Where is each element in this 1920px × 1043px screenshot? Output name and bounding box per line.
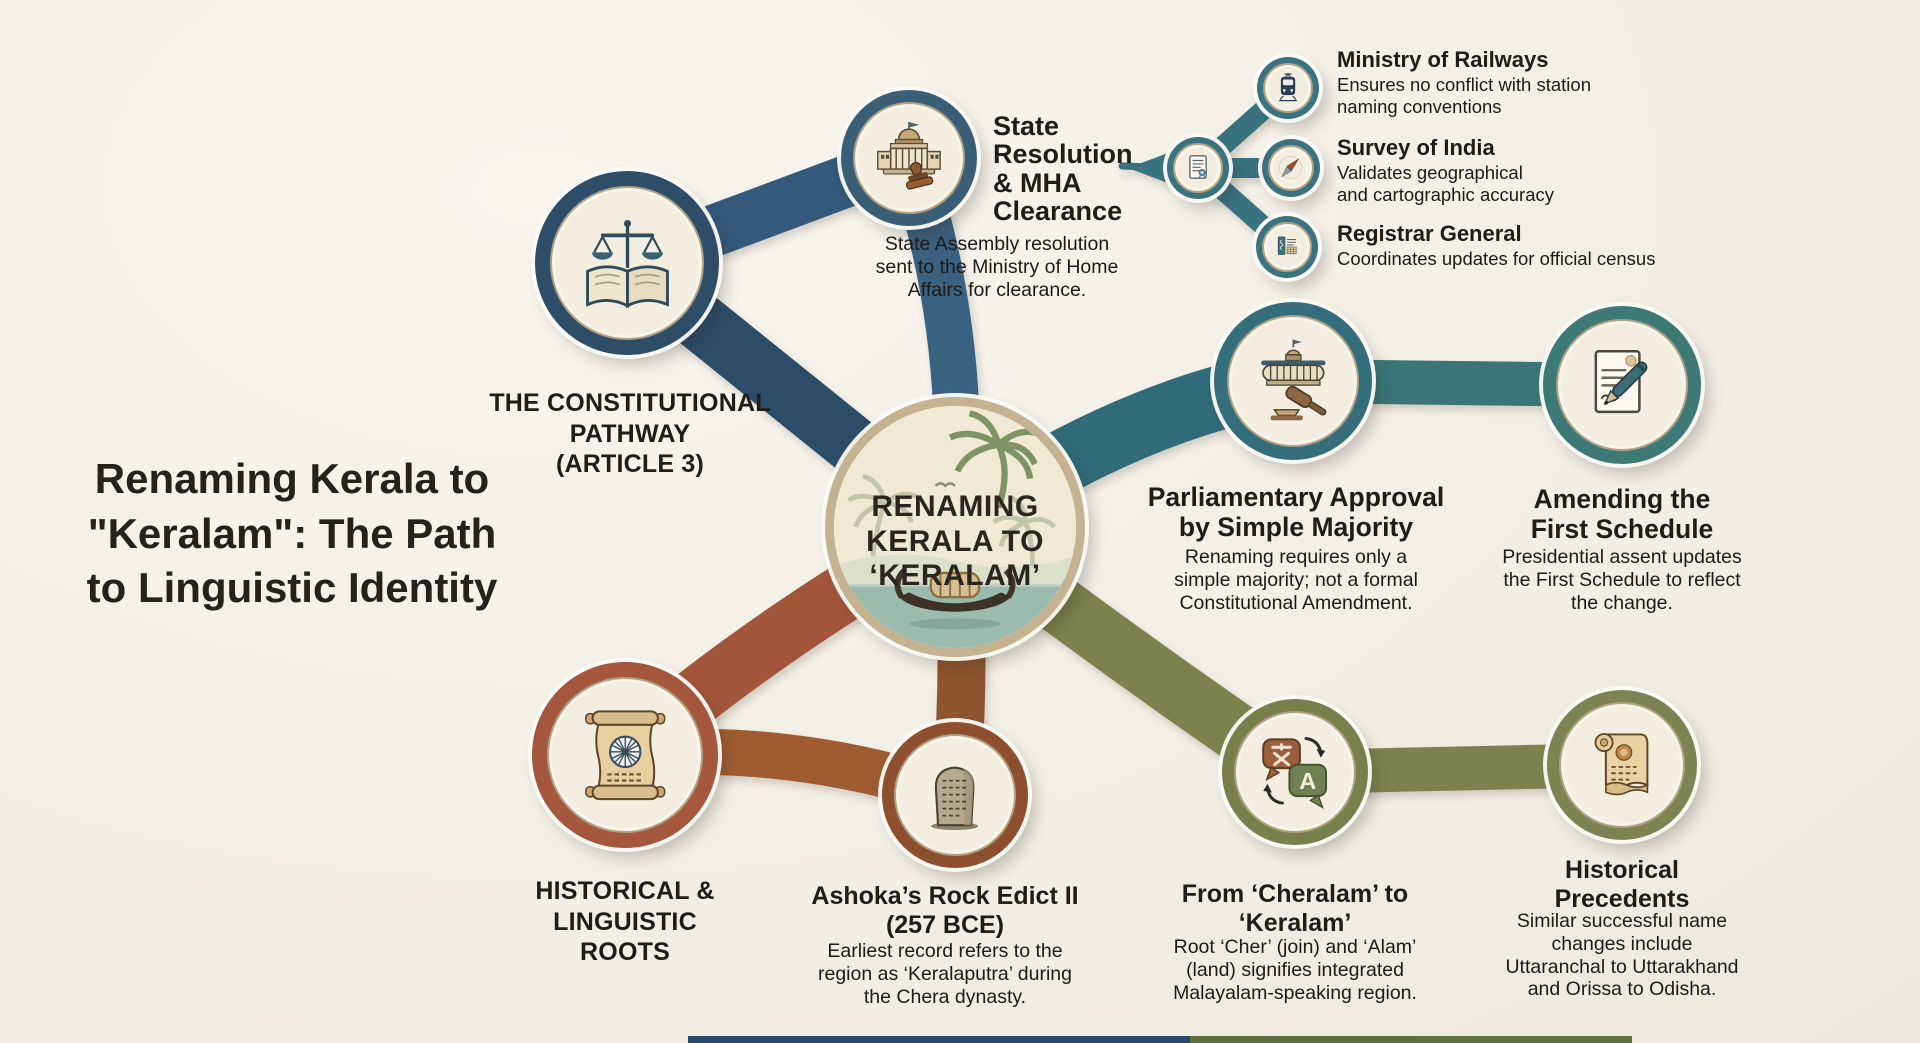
node-historical-roots	[532, 662, 718, 848]
agency-item-railways: Ministry of Railways Ensures no conflict…	[1337, 47, 1591, 117]
document-pen-icon	[1594, 349, 1648, 413]
state-resolution-title: State Resolution & MHA Clearance	[993, 111, 1133, 227]
footer-strip-green	[1190, 1036, 1632, 1043]
historical-roots-label: HISTORICAL & LINGUISTIC ROOTS	[535, 877, 715, 966]
kerala-backwaters-scene	[834, 406, 1076, 648]
node-center-keralam: RENAMING KERALA TO ‘KERALAM’	[825, 397, 1085, 657]
node-historical-precedents	[1547, 690, 1697, 840]
agency-title: Ministry of Railways	[1337, 47, 1549, 72]
footer-strip-blue	[688, 1036, 1190, 1043]
compass-icon	[1279, 156, 1303, 180]
node-constitutional-pathway	[535, 171, 719, 355]
hub-pointer	[1128, 150, 1176, 186]
amending-first-schedule-desc: Presidential assent updates the First Sc…	[1502, 546, 1742, 614]
parliamentary-approval-title: Parliamentary Approval by Simple Majorit…	[1147, 482, 1445, 543]
ashoka-scroll-chakra-icon	[584, 710, 666, 800]
scroll-seal-icon	[1594, 732, 1649, 796]
node-state-resolution	[841, 90, 977, 226]
rock-edict-stone-icon	[931, 766, 979, 831]
node-ministry-railways	[1257, 57, 1319, 119]
agency-desc: Ensures no conflict with station naming …	[1337, 74, 1591, 117]
cheralam-keralam-title: From ‘Cheralam’ to ‘Keralam’	[1181, 880, 1409, 937]
agency-title: Registrar General	[1337, 221, 1522, 246]
historical-precedents-title: Historical Precedents	[1554, 856, 1690, 913]
node-survey-india	[1262, 139, 1320, 197]
train-icon	[1279, 73, 1297, 102]
state-resolution-desc: State Assembly resolution sent to the Mi…	[875, 233, 1119, 301]
agency-desc: Coordinates updates for official census	[1337, 248, 1656, 270]
node-parliamentary-approval	[1214, 302, 1372, 460]
document-seal-icon	[1189, 155, 1207, 179]
rock-edict-title: Ashoka’s Rock Edict II (257 BCE)	[811, 882, 1079, 939]
center-label: RENAMING KERALA TO ‘KERALAM’	[866, 490, 1044, 592]
constitutional-pathway-label: THE CONSTITUTIONAL PATHWAY (ARTICLE 3)	[489, 389, 771, 478]
node-registrar-general	[1256, 216, 1318, 278]
constitution-book-scales-icon	[585, 219, 669, 308]
census-ledger-icon	[1277, 236, 1297, 255]
government-building-stamp-icon	[877, 122, 941, 190]
rock-edict-desc: Earliest record refers to the region as …	[817, 940, 1072, 1008]
page-title: Renaming Kerala to "Keralam": The Path t…	[86, 455, 498, 612]
parliamentary-approval-desc: Renaming requires only a simple majority…	[1174, 546, 1418, 614]
cheralam-keralam-desc: Root ‘Cher’ (join) and ‘Alam’ (land) sig…	[1173, 936, 1417, 1004]
parliament-gavel-icon	[1260, 339, 1327, 420]
node-agency-hub	[1167, 137, 1229, 199]
agency-desc: Validates geographical and cartographic …	[1337, 162, 1554, 205]
agency-title: Survey of India	[1337, 135, 1495, 160]
translate-bubbles-icon: A	[1262, 737, 1328, 810]
amending-first-schedule-title: Amending the First Schedule	[1530, 484, 1714, 545]
agency-item-survey: Survey of India Validates geographical a…	[1337, 135, 1554, 205]
node-amending-first-schedule	[1543, 306, 1701, 464]
historical-precedents-desc: Similar successful name changes include …	[1505, 910, 1739, 1001]
svg-text:A: A	[1300, 768, 1317, 794]
agency-item-registrar: Registrar General Coordinates updates fo…	[1337, 221, 1656, 270]
node-rock-edict	[882, 722, 1028, 868]
node-cheralam-keralam: A	[1222, 699, 1368, 845]
